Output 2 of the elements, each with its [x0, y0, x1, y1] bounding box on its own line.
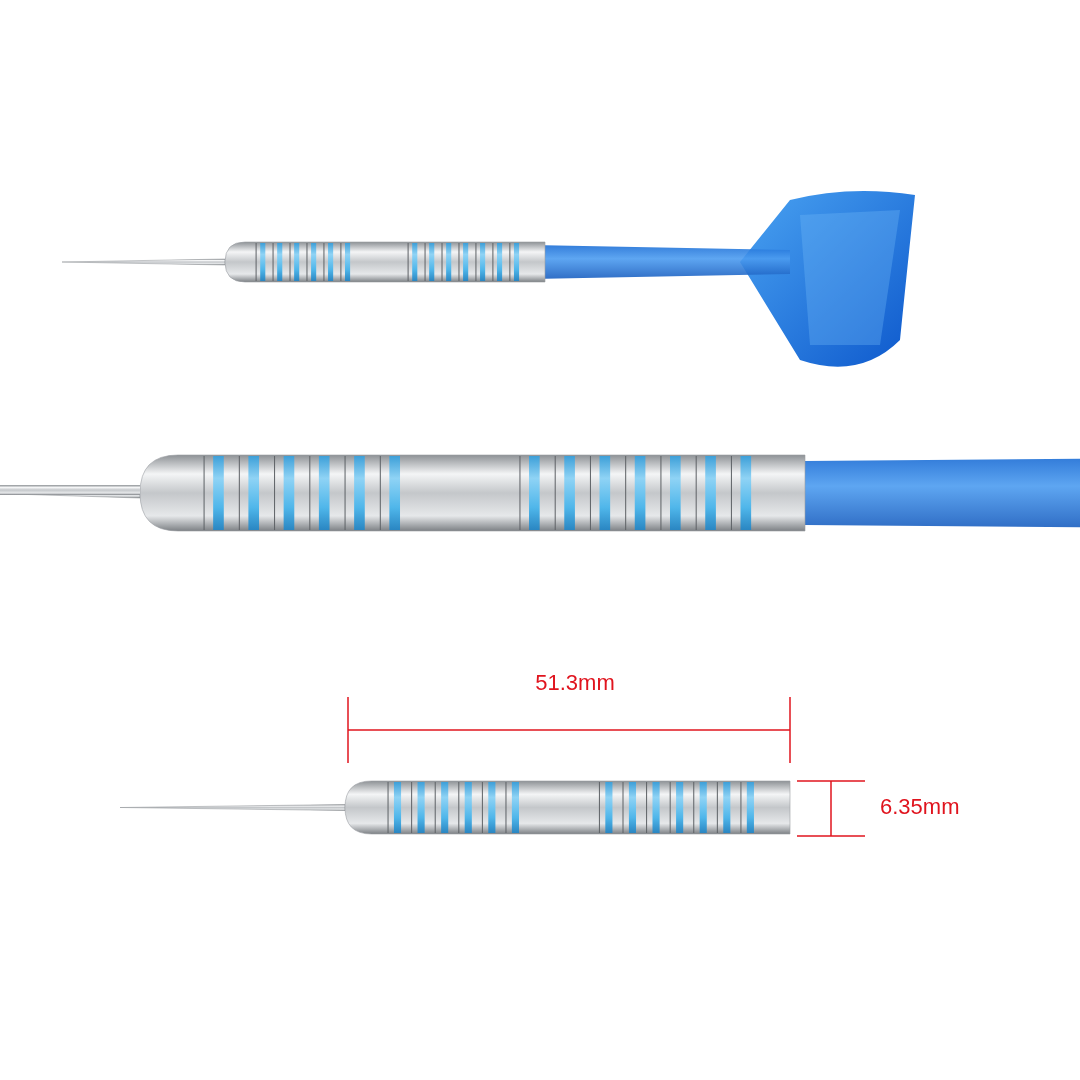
- dimension-label: 6.35mm: [880, 796, 960, 818]
- dimension-label: 51.3mm: [535, 672, 615, 694]
